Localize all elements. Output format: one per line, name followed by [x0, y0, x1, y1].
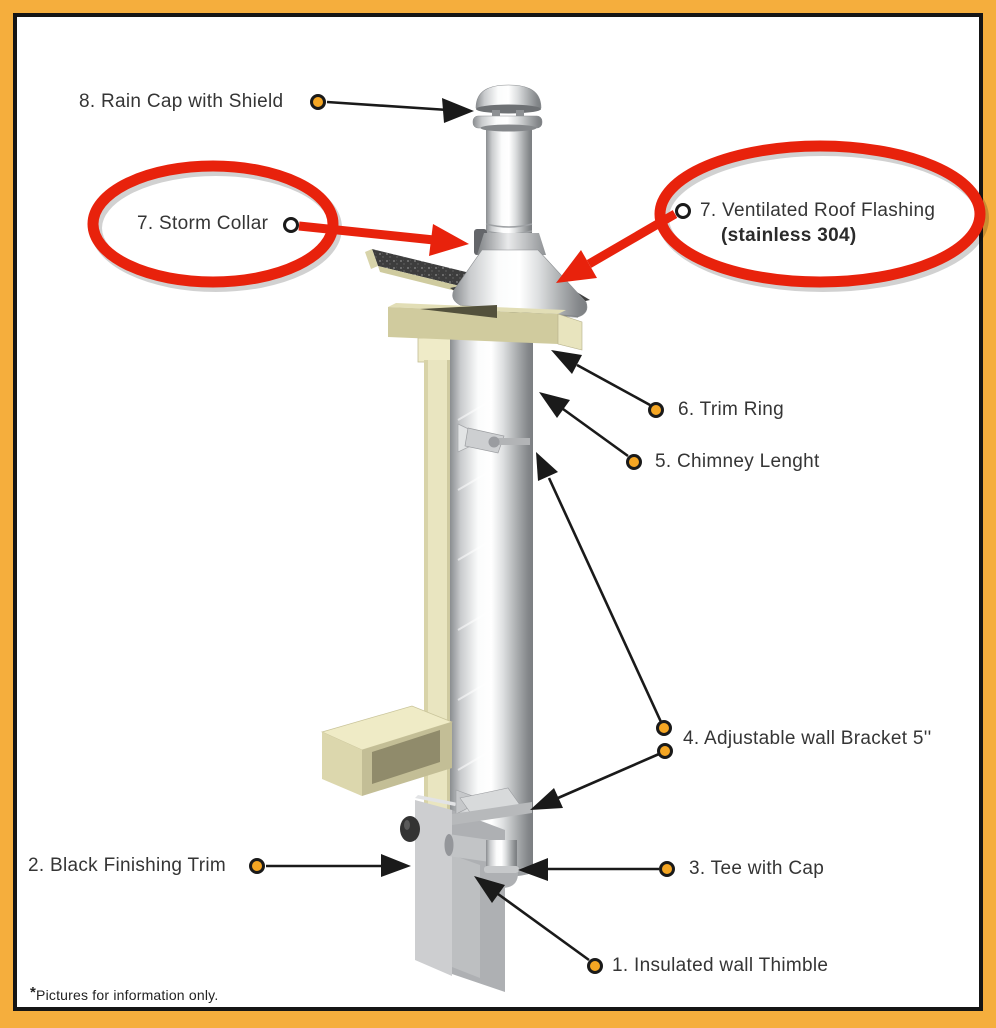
wall-bracket-arrow-upper: [536, 452, 663, 723]
label-roof-flashing: 7. Ventilated Roof Flashing (stainless 3…: [700, 199, 935, 249]
label-wall-thimble: 1. Insulated wall Thimble: [612, 955, 829, 976]
callout-bullet-trim-ring: [648, 402, 664, 418]
label-chimney-length: 5. Chimney Lenght: [655, 451, 820, 472]
black-arrows: [266, 98, 663, 962]
label-roof-flashing-line2: (stainless 304): [721, 225, 857, 246]
red-arrows: [298, 210, 678, 283]
roof-flashing-arrow: [556, 210, 678, 283]
storm-collar-graphic: [477, 233, 546, 255]
damper-knob-graphic: [400, 816, 420, 842]
callout-bullet-roof-flashing: [675, 203, 691, 219]
chimney-length-arrow: [539, 392, 629, 458]
label-roof-flashing-line1: 7. Ventilated Roof Flashing: [700, 200, 936, 221]
label-tee-cap: 3. Tee with Cap: [689, 858, 825, 879]
tee-cap-arrow: [518, 858, 659, 881]
footnote-asterisk: *: [30, 984, 37, 1001]
rain-cap-graphic: [472, 84, 543, 132]
rain-cap-arrow: [326, 98, 474, 123]
roof-assembly-graphic: [365, 84, 590, 351]
wall-bracket-graphic: [457, 423, 530, 454]
wall-bracket-arrow-lower: [530, 752, 660, 810]
callout-bullet-storm-collar: [283, 217, 299, 233]
highlight-ellipse-roof-flashing: [654, 140, 986, 288]
callout-bullet-chimney-length: [626, 454, 642, 470]
callout-bullet-finishing-trim: [249, 858, 265, 874]
chimney-pipe-graphic: [450, 308, 533, 878]
callout-bullet-wall-bracket-upper: [656, 720, 672, 736]
shelf-box-graphic: [320, 705, 454, 796]
label-wall-bracket: 4. Adjustable wall Bracket 5'': [683, 728, 932, 749]
footnote: *Pictures for information only.: [30, 984, 218, 1003]
label-storm-collar: 7. Storm Collar: [137, 213, 269, 234]
trim-ring-graphic: [388, 307, 558, 344]
callout-bullet-wall-bracket-lower: [657, 743, 673, 759]
callout-bullet-tee-cap: [659, 861, 675, 877]
footnote-text: Pictures for information only.: [36, 987, 219, 1003]
trim-ring-arrow: [551, 350, 651, 407]
callout-bullet-rain-cap: [310, 94, 326, 110]
storm-collar-arrow: [298, 221, 469, 256]
finishing-trim-arrow: [266, 854, 411, 877]
chimney-model: [320, 84, 590, 992]
label-trim-ring: 6. Trim Ring: [678, 399, 785, 420]
label-finishing-trim: 2. Black Finishing Trim: [28, 855, 227, 876]
callout-bullets: [249, 94, 691, 974]
highlight-ellipse-storm-collar: [87, 160, 339, 288]
label-rain-cap: 8. Rain Cap with Shield: [79, 91, 284, 112]
callout-bullet-wall-thimble: [587, 958, 603, 974]
wall-thimble-arrow: [474, 876, 590, 962]
